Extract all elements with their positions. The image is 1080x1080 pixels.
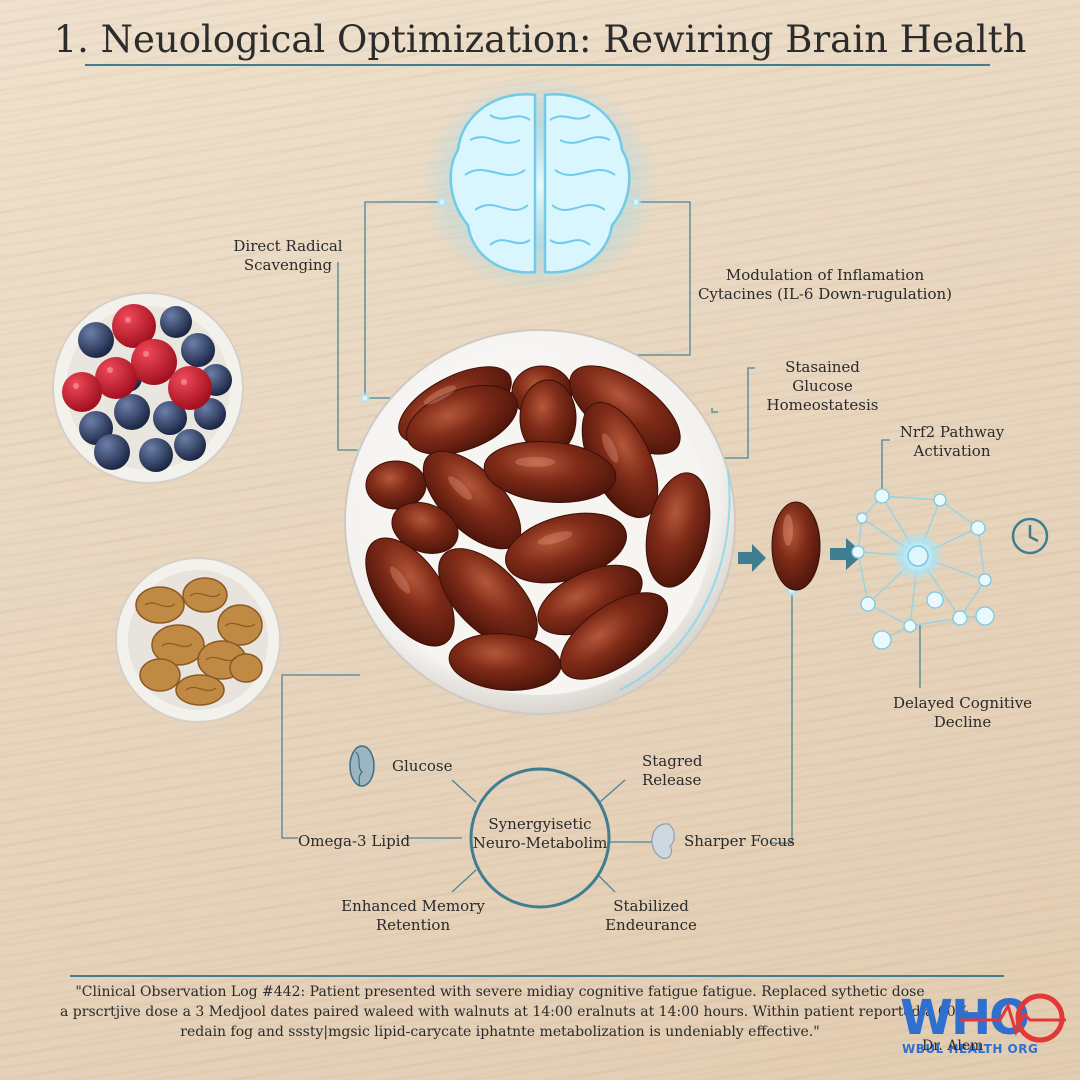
page-title: 1. Neuological Optimization: Rewiring Br… bbox=[53, 18, 1027, 61]
quote-line: a prscrtjive dose a 3 Medjool dates pair… bbox=[60, 1004, 969, 1020]
label-line: Cytacines (IL-6 Down-rugulation) bbox=[697, 285, 953, 303]
dates-plate bbox=[344, 329, 736, 715]
quote-author: Dr. Alem bbox=[922, 1038, 984, 1054]
quote-line: "Clinical Observation Log #442: Patient … bbox=[75, 984, 925, 1000]
arrow-right-icon bbox=[830, 538, 864, 570]
label-sharper-focus: Sharper Focus bbox=[684, 832, 795, 850]
logo-subtitle: WBUL HEALTH ORG bbox=[902, 1042, 1039, 1056]
label-line: Stagred bbox=[642, 752, 703, 770]
brain-icon bbox=[420, 75, 660, 295]
label-line: Enhanced Memory bbox=[341, 897, 485, 915]
label-line: Decline bbox=[933, 713, 992, 731]
logo-heartbeat-icon bbox=[960, 993, 1066, 1043]
label-line: Delayed Cognitive bbox=[892, 694, 1033, 712]
label-synergy-center: Synergyisetic Neuro-Metabolim bbox=[466, 815, 614, 853]
label-line: Synergyisetic bbox=[488, 815, 592, 833]
title-underline bbox=[85, 64, 990, 66]
clinical-quote: "Clinical Observation Log #442: Patient … bbox=[60, 982, 969, 1042]
label-line: Modulation of Inflamation bbox=[725, 266, 925, 284]
synergy-circle bbox=[469, 767, 611, 909]
label-line: Stasained Glucose bbox=[785, 358, 860, 395]
label-staggered-release: Stagred Release bbox=[642, 752, 703, 790]
connector-lines bbox=[281, 201, 921, 893]
label-line: Nrf2 Pathway bbox=[899, 423, 1005, 441]
clock-icon bbox=[1011, 517, 1049, 555]
label-radical-scavenging: Direct Radical Scavenging bbox=[222, 237, 354, 275]
label-nrf2: Nrf2 Pathway Activation bbox=[892, 423, 1012, 461]
label-glucose-homeostasis: Stasained Glucose Homeostatesis bbox=[755, 358, 890, 415]
label-line: Release bbox=[642, 771, 702, 789]
label-line: Activation bbox=[913, 442, 991, 460]
single-date bbox=[771, 501, 821, 591]
label-line: Neuro-Metabolim bbox=[472, 834, 608, 852]
who-logo: WHO WBUL HEALTH ORG bbox=[900, 992, 1070, 1060]
label-line: Endeurance bbox=[605, 916, 697, 934]
label-glucose: Glucose bbox=[392, 757, 453, 775]
label-line: Homeostatesis bbox=[766, 396, 879, 414]
quote-line: redain fog and sssty|mgsic lipid-carycat… bbox=[180, 1024, 820, 1040]
label-stabilized-endurance: Stabilized Endeurance bbox=[596, 897, 706, 935]
label-line: Stabilized bbox=[613, 897, 689, 915]
neural-network-icon bbox=[851, 488, 995, 650]
glucose-brain-icon bbox=[349, 745, 375, 787]
label-line: Direct Radical bbox=[233, 237, 343, 255]
label-cognitive-decline: Delayed Cognitive Decline bbox=[880, 694, 1045, 732]
berries-bowl bbox=[52, 292, 244, 484]
logo-mark: WHO bbox=[900, 990, 1030, 1046]
label-memory-retention: Enhanced Memory Retention bbox=[328, 897, 498, 935]
arrow-right-icon bbox=[738, 544, 766, 572]
walnut-bowl bbox=[115, 557, 281, 723]
label-line: Retention bbox=[375, 916, 451, 934]
focus-head-icon bbox=[651, 823, 675, 859]
label-inflammation: Modulation of Inflamation Cytacines (IL-… bbox=[690, 266, 960, 304]
label-line: Scavenging bbox=[243, 256, 333, 274]
label-omega3: Omega-3 Lipid bbox=[298, 832, 411, 850]
